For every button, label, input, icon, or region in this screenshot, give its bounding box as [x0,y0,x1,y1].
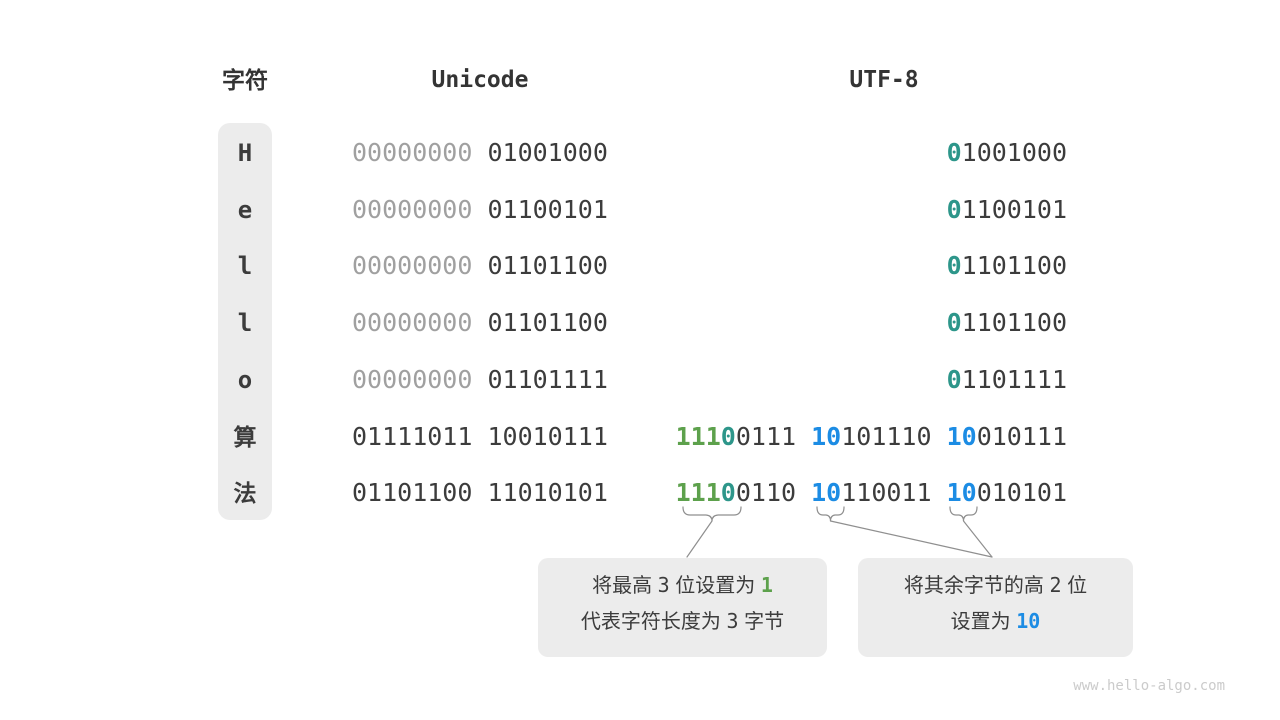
text-segment: 0111 [735,421,812,451]
text-segment: 1101111 [961,364,1067,394]
char-cell: e [237,195,253,224]
text-segment: 00000000 [352,194,473,224]
leader-line-right [962,520,993,558]
char-cell: l [237,309,253,338]
text-segment: 将最高 [592,575,658,597]
text-segment: 10 [1016,609,1041,633]
text-segment: 00000000 [352,251,473,281]
text-segment: 010101 [976,478,1067,508]
text-segment: 代表字符长度为 [580,611,727,633]
callout-continuation-byte-line2: 设置为 10 [858,603,1133,639]
utf8-value: 11100110 10110011 10010101 [676,477,1067,509]
text-segment: 0 [720,478,736,508]
text-segment: 0 [946,251,962,281]
text-segment: 0 [946,138,962,167]
text-segment: 字节 [738,611,785,633]
text-segment: 3 [657,573,670,597]
column-header-utf8: UTF-8 [849,67,919,93]
text-segment: 1100101 [961,194,1067,224]
text-segment: 01001000 [472,138,608,167]
callout-leading-byte-line1: 将最高 3 位设置为 1 [538,567,827,603]
utf8-value: 01100101 [947,194,1067,226]
utf8-value: 01101100 [947,250,1067,282]
unicode-value: 00000000 01001000 [352,137,608,169]
character-column-background [218,123,272,520]
callout-continuation-byte-line1: 将其余字节的高 2 位 [858,567,1133,603]
text-segment: 位 [1061,575,1088,597]
text-segment: 将其余字节的高 [903,575,1050,597]
text-segment: 01101111 [472,364,608,394]
utf8-value: 11100111 10101110 10010111 [676,421,1067,453]
char-cell: 算 [233,423,257,450]
text-segment: 10 [811,421,842,451]
text-segment: 00000000 [352,138,473,167]
text-segment: 1001000 [961,138,1067,167]
text-segment: 01111011 10010111 [352,421,608,451]
callout-leading-byte-line2: 代表字符长度为 3 字节 [538,603,827,639]
unicode-value: 00000000 01101100 [352,250,608,282]
text-segment: 0110 [735,478,812,508]
column-header-unicode: Unicode [431,67,529,93]
column-header-char: 字符 [222,67,268,93]
text-segment: 010111 [976,421,1067,451]
text-segment: 1101100 [961,308,1067,338]
text-segment: 00000000 [352,308,473,338]
text-segment: 3 [726,609,739,633]
text-segment: 0 [946,194,962,224]
text-segment: 0 [946,308,962,338]
text-segment: 10 [946,421,977,451]
text-segment: 111 [675,421,721,451]
utf8-value: 01101100 [947,307,1067,339]
utf8-value: 01001000 [947,137,1067,169]
unicode-value: 01101100 11010101 [352,477,608,509]
text-segment: 1 [760,573,773,597]
watermark: www.hello-algo.com [1073,678,1225,694]
text-segment: 10 [946,478,977,508]
leader-line-left [686,520,713,558]
text-segment: 01101100 [472,251,608,281]
text-segment: 101110 [841,421,947,451]
text-segment: 1101100 [961,251,1067,281]
callout-continuation-byte: 将其余字节的高 2 位 设置为 10 [858,558,1133,657]
text-segment: 0 [946,364,962,394]
text-segment: 01100101 [472,194,608,224]
text-segment: 0 [720,421,736,451]
char-cell: 法 [233,480,257,507]
text-segment: 00000000 [352,364,473,394]
unicode-value: 00000000 01101100 [352,307,608,339]
text-segment: 设置为 [950,611,1017,633]
unicode-value: 01111011 10010111 [352,421,608,453]
callout-leading-byte: 将最高 3 位设置为 1 代表字符长度为 3 字节 [538,558,827,657]
leader-line-mid [829,520,993,558]
utf8-value: 01101111 [947,364,1067,396]
unicode-value: 00000000 01100101 [352,194,608,226]
char-cell: H [237,139,253,167]
char-cell: l [237,252,253,281]
text-segment: 110011 [841,478,947,508]
unicode-value: 00000000 01101111 [352,364,608,396]
text-segment: 111 [675,478,721,508]
char-cell: o [237,365,253,394]
text-segment: 01101100 11010101 [352,478,608,508]
text-segment: 2 [1049,573,1062,597]
text-segment: 10 [811,478,842,508]
text-segment: 01101100 [472,308,608,338]
text-segment: 位设置为 [669,575,761,597]
